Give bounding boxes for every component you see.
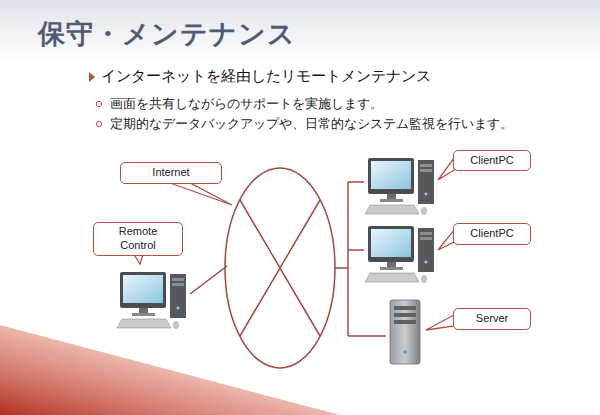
callout-text: Server xyxy=(476,312,508,326)
slide-title: 保守・メンテナンス xyxy=(38,16,296,52)
callout-text: Remote Control xyxy=(100,225,176,253)
callout-text: ClientPC xyxy=(470,154,513,168)
callout-box: Remote Control xyxy=(93,222,183,256)
bullet-text: インターネットを経由したリモートメンテナンス xyxy=(101,67,431,86)
callout-text: ClientPC xyxy=(470,227,513,241)
sub-bullet-text: 画面を共有しながらのサポートを実施します。 xyxy=(110,96,580,112)
callout-box: ClientPC xyxy=(453,150,531,171)
callout-text: Internet xyxy=(152,166,189,180)
callout-box: Internet xyxy=(120,162,222,184)
callout-box: ClientPC xyxy=(453,223,531,245)
sub-bullet-text: 定期的なデータバックアップや、日常的なシステム監視を行います。 xyxy=(110,116,565,132)
callout-box: Server xyxy=(453,308,531,330)
